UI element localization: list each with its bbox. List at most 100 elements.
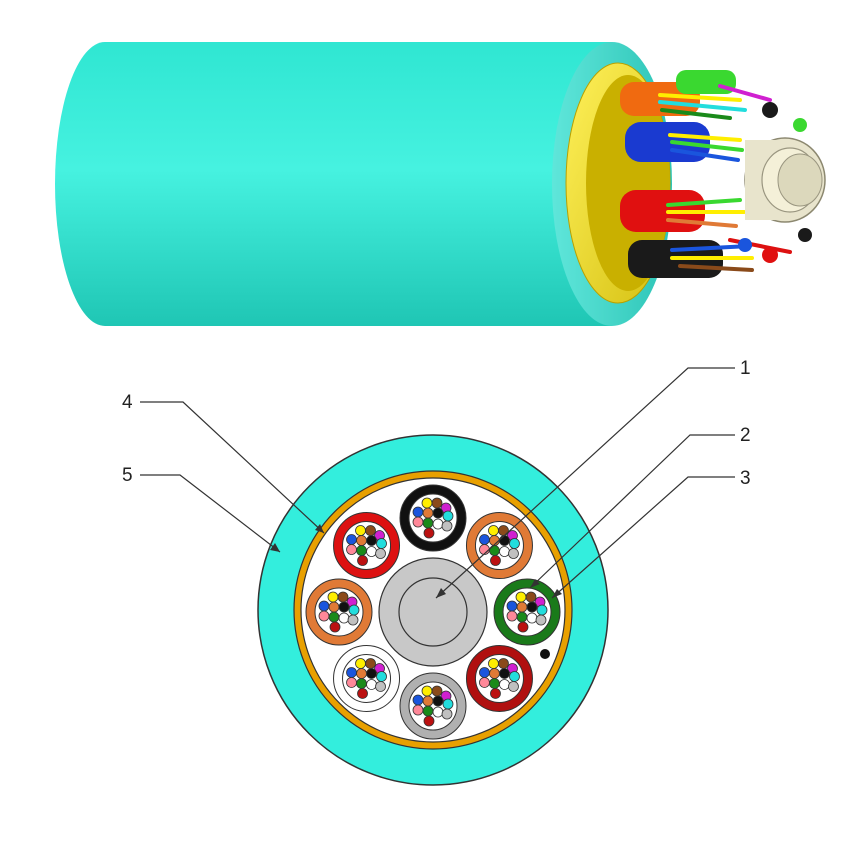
optical-fiber: [422, 517, 434, 529]
optical-fiber: [366, 546, 377, 557]
optical-fiber: [479, 677, 490, 688]
ripcord: [540, 649, 550, 659]
optical-fiber: [516, 611, 528, 623]
optical-fiber: [346, 677, 357, 688]
optical-fiber: [346, 534, 357, 545]
optical-fiber: [422, 695, 434, 707]
optical-fiber: [357, 555, 368, 566]
optical-fiber: [535, 614, 547, 626]
optical-fiber: [421, 685, 433, 697]
optical-fiber: [348, 604, 360, 616]
optical-fiber: [412, 516, 424, 528]
optical-fiber: [329, 621, 341, 633]
optical-fiber: [442, 510, 454, 522]
optical-fiber: [338, 601, 350, 613]
optical-fiber: [509, 538, 520, 549]
optical-fiber: [423, 527, 435, 539]
optical-fiber: [508, 548, 519, 559]
optical-fiber: [506, 610, 518, 622]
central-strength-member: [378, 557, 488, 667]
optical-fiber: [509, 671, 520, 682]
optical-fiber: [366, 535, 377, 546]
leader-line-4: [140, 401, 325, 534]
optical-fiber: [422, 507, 434, 519]
optical-fiber: [356, 535, 367, 546]
loose-tube: [305, 578, 373, 646]
loose-tube: [465, 644, 533, 712]
optical-fiber: [356, 545, 367, 556]
optical-fiber: [489, 678, 500, 689]
loose-tube: [333, 512, 401, 580]
optical-fiber: [338, 612, 350, 624]
optical-fiber: [499, 546, 510, 557]
optical-fiber: [431, 497, 443, 509]
optical-fiber: [517, 621, 529, 633]
optical-fiber: [536, 604, 548, 616]
optical-fiber: [515, 591, 527, 603]
cable-3d-view: [55, 42, 826, 326]
optical-fiber: [422, 705, 434, 717]
optical-fiber: [432, 518, 444, 530]
leader-line-5: [140, 474, 281, 553]
optical-fiber: [526, 601, 538, 613]
callout-label-1: 1: [740, 358, 751, 379]
optical-fiber: [506, 600, 518, 612]
optical-fiber: [421, 497, 433, 509]
optical-fiber: [346, 544, 357, 555]
optical-fiber: [488, 658, 499, 669]
optical-fiber: [499, 535, 510, 546]
optical-fiber: [488, 525, 499, 536]
optical-fiber: [376, 538, 387, 549]
optical-fiber: [499, 668, 510, 679]
loose-tubes: [305, 484, 561, 740]
loose-tube: [465, 512, 533, 580]
exposed-tubes-3d: [620, 70, 826, 278]
callout-label-2: 2: [740, 425, 751, 446]
optical-fiber: [366, 668, 377, 679]
optical-fiber: [328, 611, 340, 623]
loose-tube: [333, 644, 401, 712]
optical-fiber: [365, 525, 376, 536]
optical-fiber: [347, 614, 359, 626]
callout-label-3: 3: [740, 468, 751, 489]
optical-fiber: [489, 668, 500, 679]
optical-fiber: [356, 678, 367, 689]
optical-fiber: [318, 600, 330, 612]
optical-fiber: [376, 671, 387, 682]
leader-line-1: [435, 367, 735, 599]
optical-fiber: [432, 695, 444, 707]
optical-fiber: [366, 679, 377, 690]
optical-fiber: [355, 658, 366, 669]
optical-fiber: [432, 507, 444, 519]
optical-fiber: [375, 548, 386, 559]
leader-line-2: [529, 434, 735, 589]
optical-fiber: [365, 658, 376, 669]
loose-tube: [493, 578, 561, 646]
optical-fiber: [412, 506, 424, 518]
optical-fiber: [490, 688, 501, 699]
optical-fiber: [479, 667, 490, 678]
optical-fiber: [479, 534, 490, 545]
optical-fiber: [355, 525, 366, 536]
optical-fiber: [328, 601, 340, 613]
optical-fiber: [431, 685, 443, 697]
optical-fiber: [508, 681, 519, 692]
optical-fiber: [412, 694, 424, 706]
callout-label-4: 4: [122, 392, 133, 413]
optical-fiber: [526, 612, 538, 624]
optical-fiber: [432, 706, 444, 718]
optical-fiber: [423, 715, 435, 727]
cable-cross-section: 1 2 3 4 5: [122, 358, 751, 786]
optical-fiber: [327, 591, 339, 603]
optical-fiber: [357, 688, 368, 699]
arrowheads: [270, 524, 562, 598]
optical-fiber: [356, 668, 367, 679]
optical-fiber: [516, 601, 528, 613]
leader-line-3: [551, 476, 735, 599]
optical-fiber: [375, 681, 386, 692]
optical-fiber: [499, 679, 510, 690]
optical-fiber: [441, 708, 453, 720]
optical-fiber: [525, 591, 537, 603]
optical-fiber: [346, 667, 357, 678]
